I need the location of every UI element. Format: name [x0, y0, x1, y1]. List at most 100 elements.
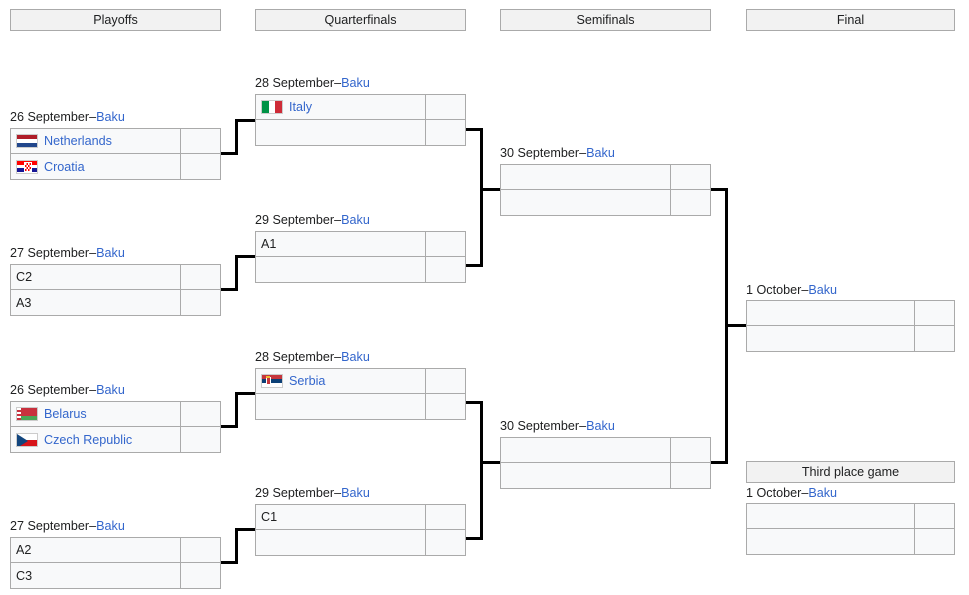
team-cell[interactable] — [256, 120, 426, 145]
venue-link[interactable]: Baku — [341, 76, 370, 90]
team-cell[interactable]: Italy — [256, 95, 426, 119]
team-cell[interactable] — [501, 463, 671, 488]
team-name: A2 — [16, 543, 32, 557]
match-row[interactable]: C2 — [11, 265, 220, 290]
team-cell[interactable]: A3 — [11, 290, 181, 315]
team-cell[interactable]: Belarus — [11, 402, 181, 426]
team-name: A3 — [16, 295, 32, 310]
match-date-final: 1 October–Baku — [746, 283, 837, 297]
match-box-sf1 — [500, 164, 711, 216]
match-row[interactable]: Serbia — [256, 369, 465, 394]
match-row[interactable]: Croatia — [11, 154, 220, 179]
connector-line — [235, 528, 256, 531]
team-cell[interactable] — [747, 301, 915, 325]
score-cell — [915, 529, 954, 554]
match-row[interactable] — [747, 326, 954, 351]
team-cell[interactable]: Croatia — [11, 154, 181, 179]
date-dash: – — [89, 519, 97, 533]
match-row[interactable]: A1 — [256, 232, 465, 257]
team-name: C1 — [261, 510, 278, 524]
date-text: 1 October — [746, 283, 802, 297]
date-dash: – — [334, 213, 342, 227]
match-box-qf2: A1 — [255, 231, 466, 283]
match-row[interactable] — [501, 438, 710, 463]
match-row[interactable] — [501, 165, 710, 190]
score-cell — [671, 463, 710, 488]
venue-link[interactable]: Baku — [586, 419, 615, 433]
team-name[interactable]: Netherlands — [44, 134, 112, 148]
team-cell[interactable]: C1 — [256, 505, 426, 529]
venue-link[interactable]: Baku — [341, 486, 370, 500]
team-cell[interactable] — [501, 165, 671, 189]
venue-link[interactable]: Baku — [96, 519, 125, 533]
team-cell[interactable] — [747, 529, 915, 554]
match-box-po1: Netherlands Croatia — [10, 128, 221, 180]
match-row[interactable]: Italy — [256, 95, 465, 120]
match-row[interactable]: C3 — [11, 563, 220, 588]
date-dash: – — [801, 486, 809, 500]
team-name[interactable]: Croatia — [44, 159, 85, 174]
venue-link[interactable]: Baku — [808, 486, 838, 500]
match-row[interactable] — [256, 257, 465, 282]
team-name[interactable]: Belarus — [44, 407, 87, 421]
match-row[interactable] — [501, 463, 710, 488]
score-cell — [181, 265, 220, 289]
date-text: 29 September — [255, 213, 335, 227]
team-cell[interactable]: C3 — [11, 563, 181, 588]
match-box-third — [746, 503, 955, 555]
netherlands-flag-icon — [16, 134, 38, 148]
match-row[interactable] — [747, 529, 954, 554]
team-cell[interactable] — [501, 190, 671, 215]
match-row[interactable] — [501, 190, 710, 215]
italy-flag-icon — [261, 100, 283, 114]
connector-line — [480, 461, 501, 464]
match-row[interactable]: Belarus — [11, 402, 220, 427]
team-cell[interactable]: Netherlands — [11, 129, 181, 153]
match-date-third: 1 October–Baku — [746, 486, 837, 500]
team-cell[interactable] — [256, 257, 426, 282]
match-row[interactable] — [256, 394, 465, 419]
venue-link[interactable]: Baku — [96, 110, 125, 124]
team-cell[interactable]: A1 — [256, 232, 426, 256]
date-dash: – — [579, 146, 587, 160]
connector-line — [710, 188, 728, 191]
match-row[interactable] — [747, 504, 954, 529]
score-cell — [181, 538, 220, 562]
team-cell[interactable] — [501, 438, 671, 462]
match-row[interactable]: Netherlands — [11, 129, 220, 154]
venue-link[interactable]: Baku — [96, 246, 125, 260]
date-dash: – — [579, 419, 587, 433]
team-cell[interactable] — [256, 394, 426, 419]
score-cell — [181, 129, 220, 153]
match-row[interactable] — [747, 301, 954, 326]
team-cell[interactable] — [256, 530, 426, 555]
team-name[interactable]: Serbia — [289, 374, 326, 388]
match-row[interactable]: A2 — [11, 538, 220, 563]
team-name[interactable]: Czech Republic — [44, 432, 133, 447]
venue-link[interactable]: Baku — [341, 350, 370, 364]
match-row[interactable] — [256, 530, 465, 555]
match-row[interactable] — [256, 120, 465, 145]
venue-link[interactable]: Baku — [96, 383, 125, 397]
team-cell[interactable]: Serbia — [256, 369, 426, 393]
venue-link[interactable]: Baku — [808, 283, 838, 297]
venue-link[interactable]: Baku — [341, 213, 370, 227]
team-cell[interactable]: Czech Republic — [11, 427, 181, 452]
team-cell[interactable] — [747, 326, 915, 351]
score-cell — [915, 301, 954, 325]
team-cell[interactable] — [747, 504, 915, 528]
team-cell[interactable]: A2 — [11, 538, 181, 562]
match-box-po4: A2 C3 — [10, 537, 221, 589]
match-row[interactable]: A3 — [11, 290, 220, 315]
match-row[interactable]: C1 — [256, 505, 465, 530]
date-dash: – — [334, 76, 342, 90]
date-text: 27 September — [10, 246, 90, 260]
connector-line — [235, 528, 238, 564]
team-cell[interactable]: C2 — [11, 265, 181, 289]
connector-line — [480, 128, 483, 267]
team-name[interactable]: Italy — [289, 100, 313, 114]
score-cell — [181, 427, 220, 452]
match-row[interactable]: Czech Republic — [11, 427, 220, 452]
match-box-po2: C2 A3 — [10, 264, 221, 316]
venue-link[interactable]: Baku — [586, 146, 615, 160]
